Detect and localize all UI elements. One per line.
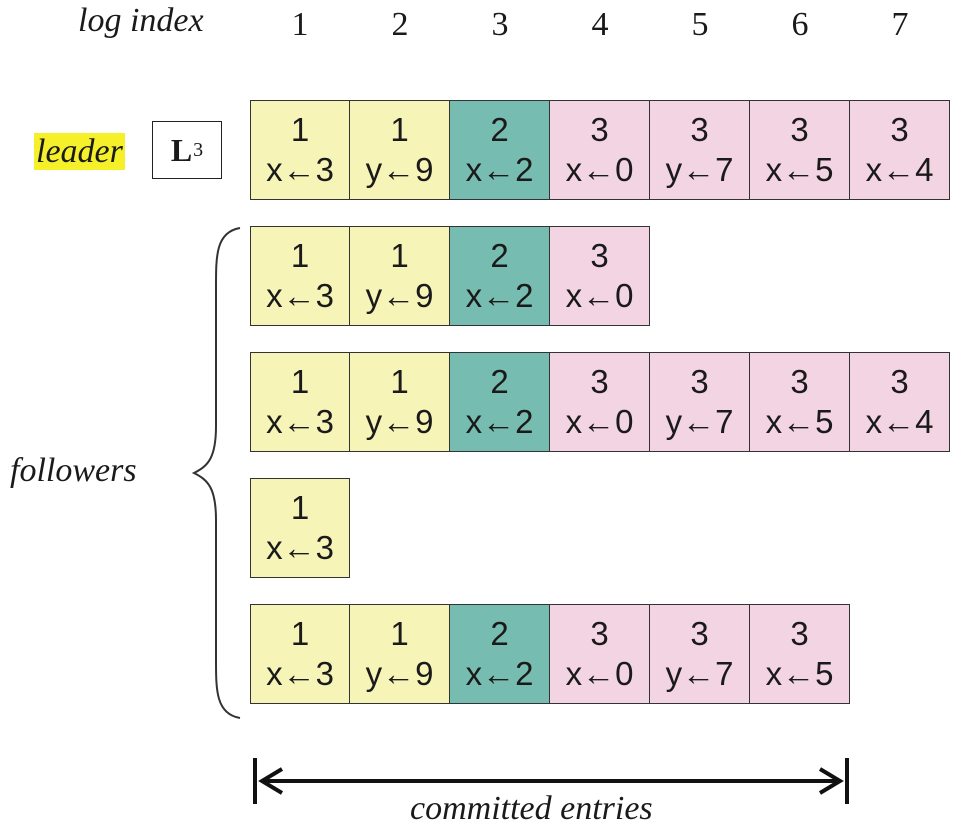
entry-term: 1 (290, 489, 310, 526)
entry-term: 2 (490, 237, 509, 274)
entry-term: 1 (290, 237, 310, 274)
entry-command: y←7 (665, 655, 734, 692)
entry-term: 1 (290, 111, 310, 148)
entry-term: 3 (890, 363, 909, 400)
entry-term: 3 (690, 615, 709, 652)
entry-term: 3 (790, 615, 809, 652)
entry-term: 3 (590, 615, 609, 652)
committed-right-arrowhead (818, 767, 844, 795)
entry-command: x←3 (266, 277, 334, 314)
leader-label: leader (30, 132, 129, 172)
entry-command: x←5 (765, 655, 834, 692)
entry-command: y←9 (365, 277, 434, 314)
log-index-6: 6 (791, 6, 809, 43)
entry-command: x←2 (465, 151, 534, 188)
entry-command: y←9 (365, 403, 434, 440)
followers-label: followers (10, 452, 137, 489)
entry-term: 1 (390, 363, 409, 400)
entry-command: x←0 (565, 151, 634, 188)
entry-command: y←7 (665, 403, 734, 440)
entry-command: x←4 (865, 403, 934, 440)
log-index-2: 2 (391, 6, 409, 43)
entry-command: x←3 (266, 151, 334, 188)
followers-brace (191, 227, 241, 719)
entry-term: 3 (590, 363, 609, 400)
leader-box-letter: L (170, 131, 193, 168)
entry-command: x←2 (465, 277, 534, 314)
log-index-1: 1 (291, 6, 309, 43)
entry-term: 2 (490, 363, 509, 400)
log-index-5: 5 (691, 6, 709, 43)
entry-command: y←7 (665, 151, 734, 188)
entry-term: 3 (690, 363, 709, 400)
leader-label-text: leader (34, 133, 125, 170)
entry-command: x←0 (565, 277, 634, 314)
entry-term: 3 (690, 111, 709, 148)
entry-term: 3 (890, 111, 909, 148)
committed-left-arrowhead (258, 767, 284, 795)
entry-term: 2 (490, 615, 509, 652)
entry-term: 3 (790, 111, 809, 148)
entry-command: x←3 (266, 403, 334, 440)
entry-command: x←2 (465, 655, 534, 692)
log-index-3: 3 (491, 6, 509, 43)
entry-command: x←5 (765, 403, 834, 440)
log-index-4: 4 (591, 6, 609, 43)
entry-command: x←4 (865, 151, 934, 188)
entry-term: 2 (490, 111, 509, 148)
log-index-label: log index (78, 2, 204, 39)
entry-command: x←3 (266, 655, 334, 692)
entry-command: x←2 (465, 403, 534, 440)
entry-command: y←9 (365, 655, 434, 692)
entry-term: 1 (390, 237, 409, 274)
entry-command: x←3 (266, 529, 334, 566)
entry-command: y←9 (365, 151, 434, 188)
log-index-7: 7 (891, 6, 909, 43)
entry-command: x←0 (565, 655, 634, 692)
entry-term: 1 (290, 363, 310, 400)
entry-command: x←5 (765, 151, 834, 188)
entry-term: 1 (390, 615, 409, 652)
entry-term: 3 (590, 111, 609, 148)
entry-term: 1 (390, 111, 409, 148)
entry-term: 1 (290, 615, 310, 652)
entry-term: 3 (790, 363, 809, 400)
entry-command: x←0 (565, 403, 634, 440)
leader-box-subscript: 3 (193, 138, 204, 161)
committed-entries-label: committed entries (410, 790, 653, 827)
entry-term: 3 (590, 237, 609, 274)
